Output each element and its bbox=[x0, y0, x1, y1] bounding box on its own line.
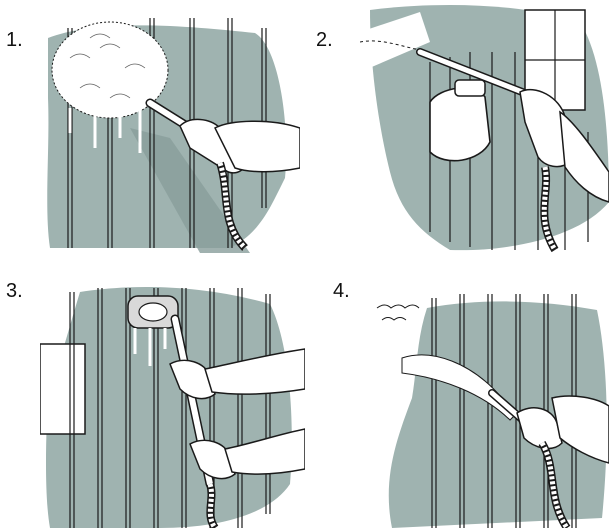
step-1-illustration bbox=[40, 8, 300, 253]
step-2-illustration bbox=[360, 2, 609, 254]
step-1-number: 1. bbox=[6, 30, 23, 50]
step-4-number: 4. bbox=[333, 281, 350, 301]
step-2-number: 2. bbox=[316, 30, 333, 50]
step-3-number: 3. bbox=[6, 281, 23, 301]
step-4-illustration bbox=[372, 288, 609, 528]
step-3-illustration bbox=[40, 284, 305, 528]
